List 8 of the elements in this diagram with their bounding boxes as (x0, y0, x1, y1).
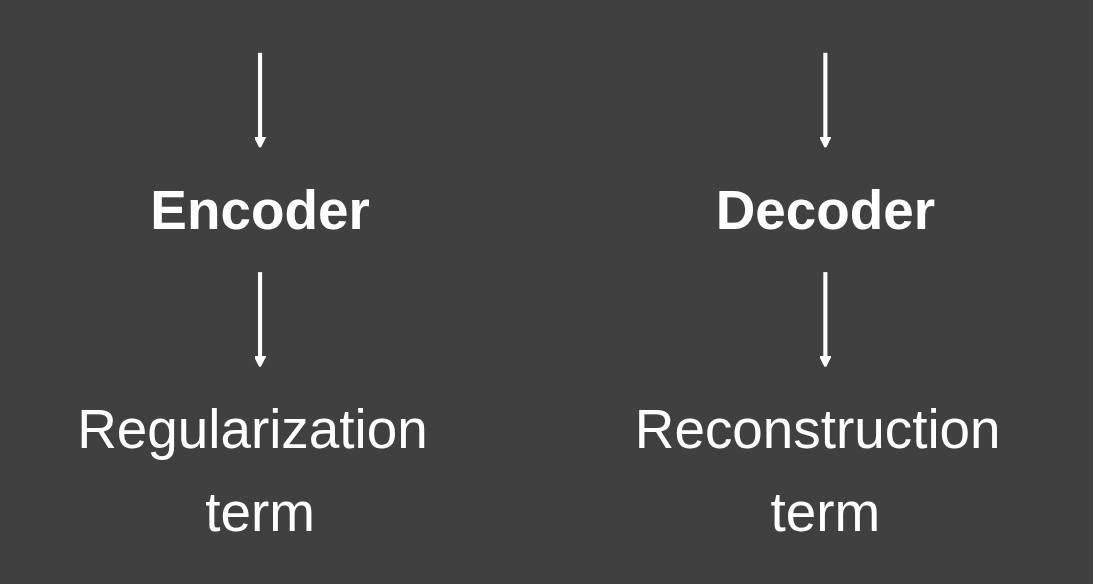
arrow (254, 52, 267, 149)
node-text: Encoder (150, 179, 370, 240)
node-text: Regularization term (77, 398, 428, 542)
arrow (819, 271, 832, 368)
node-text: Decoder (715, 179, 936, 240)
arrow (254, 271, 267, 368)
node-text: Reconstruction term (634, 398, 1001, 542)
arrow (819, 52, 832, 149)
